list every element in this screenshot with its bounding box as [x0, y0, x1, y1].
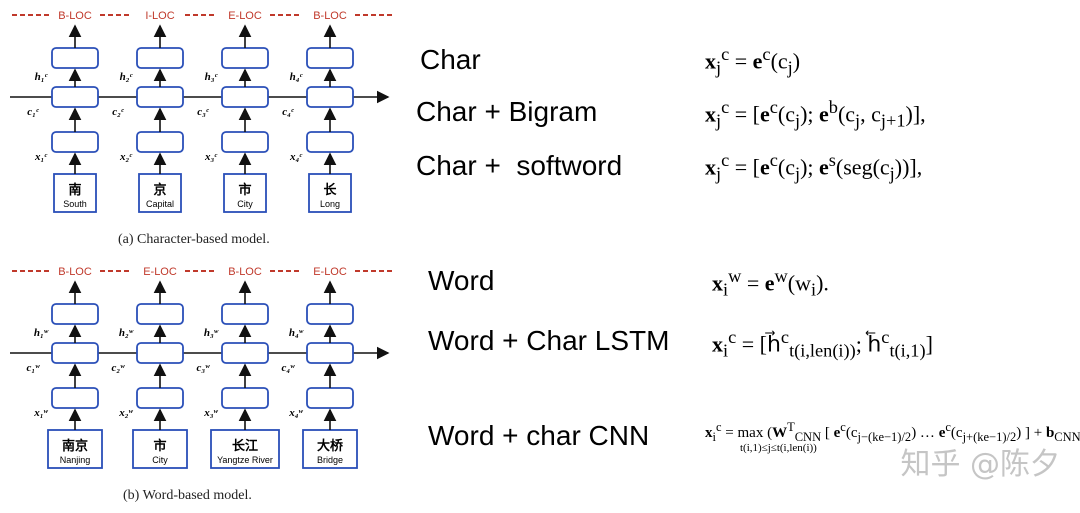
- panel-a-token-en-3: Long: [320, 199, 340, 209]
- panel-a-input-label-2: x₃ᶜ: [204, 151, 218, 163]
- formula-cnn-subscript: t(i,1)≤j≤t(i,len(i)): [740, 442, 817, 454]
- formula-word: xiw = ew(wi).: [712, 266, 829, 300]
- panel-b-input-label-0: x₁ʷ: [33, 407, 48, 419]
- panel-a-token-zh-3: 长: [323, 182, 337, 198]
- panel-a-lstm-box-1: [136, 86, 184, 108]
- panel-a-token-zh-0: 南: [68, 182, 81, 198]
- panel-b-tag-0: B-LOC: [58, 266, 92, 278]
- panel-a-tag-2: E-LOC: [228, 10, 262, 22]
- row-label-word-char-cnn: Word + char CNN: [428, 420, 650, 451]
- panel-a-lstm-box-0: [51, 86, 99, 108]
- panel-a-cell-label-0: c₁ᶜ: [27, 106, 40, 118]
- formula-word-char-cnn: xic = max (WTCNN [ ec(cj−(ke−1)/2) … ec(…: [705, 420, 1080, 444]
- panel-b-token-en-1: City: [152, 455, 168, 465]
- panel-b-tag-3: E-LOC: [313, 266, 347, 278]
- panel-b-input-label-3: x₄ʷ: [288, 407, 303, 419]
- panel-b-lstm-box-3: [306, 342, 354, 364]
- panel-a-hidden-label-1: h₂ᶜ: [120, 71, 134, 83]
- row-label-char-bigram: Char + Bigram: [416, 96, 598, 127]
- panel-b-token-zh-3: 大桥: [317, 438, 344, 454]
- panel-b-lstm-box-0: [51, 342, 99, 364]
- panel-b-tag-1: E-LOC: [143, 266, 177, 278]
- watermark: 知乎 @陈夕: [900, 447, 1060, 482]
- panel-a-tag-3: B-LOC: [313, 10, 347, 22]
- panel-a-embed-box-0: [51, 131, 99, 153]
- panel-a-embed-box-1: [136, 131, 184, 153]
- panel-a-tag-1: I-LOC: [145, 10, 174, 22]
- panel-a-output-box-3: [306, 47, 354, 69]
- panel-b-cell-label-2: c₃ʷ: [197, 362, 211, 374]
- panel-a-embed-box-3: [306, 131, 354, 153]
- panel-a-output-box-0: [51, 47, 99, 69]
- panel-b-output-box-1: [136, 303, 184, 325]
- panel-a-lstm-box-3: [306, 86, 354, 108]
- panel-b-token-zh-2: 长江: [232, 438, 258, 454]
- panel-b-output-box-2: [221, 303, 269, 325]
- panel-b-cell-label-1: c₂ʷ: [112, 362, 126, 374]
- panel-a-token-box-3: [308, 173, 352, 213]
- panel-a-token-box-0: [53, 173, 97, 213]
- panel-a-token-box-1: [138, 173, 182, 213]
- panel-a-token-zh-1: 京: [153, 182, 166, 198]
- panel-b-token-en-0: Nanjing: [60, 455, 91, 465]
- row-label-word-char-lstm: Word + Char LSTM: [428, 325, 670, 356]
- panel-a-hidden-label-3: h₄ᶜ: [290, 71, 304, 83]
- row-label-char-softword: Char + softword: [416, 150, 623, 181]
- panel-a-hidden-label-0: h₁ᶜ: [35, 71, 49, 83]
- panel-a-output-box-1: [136, 47, 184, 69]
- panel-b-token-en-2: Yangtze River: [217, 455, 273, 465]
- panel-a-output-box-2: [221, 47, 269, 69]
- formula-char-softword: xjc = [ec(cj); es(seg(cj))],: [705, 150, 923, 184]
- panel-a-token-zh-2: 市: [238, 182, 251, 198]
- formula-char-bigram: xjc = [ec(cj); eb(cj, cj+1)],: [705, 97, 926, 131]
- panel-a-cell-label-2: c₃ᶜ: [197, 106, 210, 118]
- row-label-word: Word: [428, 265, 495, 296]
- panel-b-token-zh-1: 市: [153, 438, 166, 454]
- row-label-char: Char: [420, 44, 481, 75]
- panel-b-embed-box-1: [136, 387, 184, 409]
- panel-b-hidden-label-1: h₂ʷ: [119, 327, 134, 339]
- panel-b-output-box-0: [51, 303, 99, 325]
- panel-b-embed-box-0: [51, 387, 99, 409]
- panel-b-input-label-1: x₂ʷ: [118, 407, 133, 419]
- caption-b: (b) Word-based model.: [123, 488, 252, 503]
- panel-a-cell-label-1: c₂ᶜ: [112, 106, 125, 118]
- panel-b-token-en-3: Bridge: [317, 455, 343, 465]
- panel-a-input-label-1: x₂ᶜ: [119, 151, 133, 163]
- panel-b-embed-box-3: [306, 387, 354, 409]
- panel-a-token-en-0: South: [63, 199, 87, 209]
- panel-b-cell-label-0: c₁ʷ: [27, 362, 41, 374]
- panel-b-cell-label-3: c₄ʷ: [282, 362, 296, 374]
- panel-a-embed-box-2: [221, 131, 269, 153]
- panel-a-input-label-0: x₁ᶜ: [34, 151, 48, 163]
- formula-char: xjc = ec(cj): [705, 44, 801, 78]
- panel-b-hidden-label-3: h₄ʷ: [289, 327, 304, 339]
- panel-b-lstm-box-2: [221, 342, 269, 364]
- panel-b-hidden-label-0: h₁ʷ: [34, 327, 49, 339]
- panel-b-lstm-box-1: [136, 342, 184, 364]
- panel-b-input-label-2: x₃ʷ: [203, 407, 218, 419]
- caption-a: (a) Character-based model.: [118, 232, 270, 247]
- panel-a-cell-label-3: c₄ᶜ: [282, 106, 295, 118]
- panel-b-tag-2: B-LOC: [228, 266, 262, 278]
- panel-a-lstm-box-2: [221, 86, 269, 108]
- formula-word-char-lstm: xic = [h⃗ct(i,len(i)); h⃖ct(i,1)]: [712, 327, 933, 361]
- panel-a-token-en-1: Capital: [146, 199, 174, 209]
- panel-b-hidden-label-2: h₃ʷ: [204, 327, 219, 339]
- panel-b-token-zh-0: 南京: [62, 438, 88, 454]
- panel-b-output-box-3: [306, 303, 354, 325]
- panel-b-token-box-2: [210, 429, 280, 469]
- panel-a-hidden-label-2: h₃ᶜ: [205, 71, 219, 83]
- panel-b-embed-box-2: [221, 387, 269, 409]
- panel-a-token-en-2: City: [237, 199, 253, 209]
- panel-a-tag-0: B-LOC: [58, 10, 92, 22]
- panel-a-input-label-3: x₄ᶜ: [289, 151, 303, 163]
